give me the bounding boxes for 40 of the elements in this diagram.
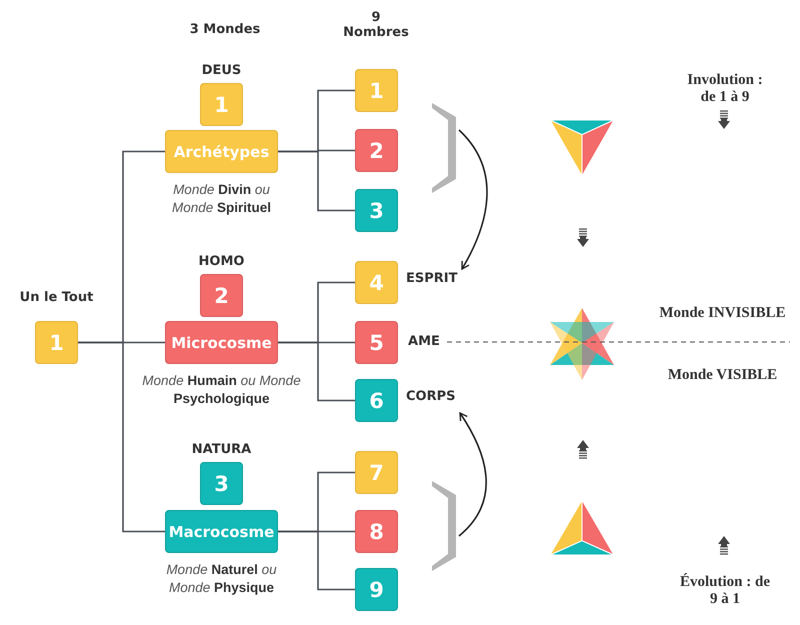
connector-line [278, 342, 355, 402]
number-box: 7 [355, 451, 398, 494]
connector-line [278, 530, 355, 590]
number-box: 2 [355, 129, 398, 172]
text-label: Involution : de 1 à 9 [686, 72, 764, 106]
bracket-shape [432, 103, 456, 193]
number-box: 6 [355, 379, 398, 422]
number-box: 5 [355, 321, 398, 364]
number-box: 3 [200, 462, 243, 505]
world-heading: NATURA [190, 442, 252, 457]
number-box: 9 [355, 568, 398, 611]
world-heading: Un le Tout [18, 290, 94, 305]
node-label: ESPRIT [406, 271, 458, 286]
number-box: 8 [355, 510, 398, 553]
curved-arrow [458, 129, 488, 270]
text-label: 3 Mondes [188, 22, 262, 37]
text-label: Évolution : de 9 à 1 [680, 574, 770, 608]
number-box: 1 [200, 83, 243, 126]
connector-line [78, 342, 165, 532]
world-box: Microcosme [165, 321, 278, 364]
number-box: 1 [355, 69, 398, 112]
curved-arrow [458, 412, 487, 537]
world-heading: DEUS [200, 63, 242, 78]
number-box: 2 [200, 274, 243, 317]
world-box: Archétypes [165, 130, 278, 173]
text-label: 9 Nombres [342, 10, 410, 40]
node-label: CORPS [406, 389, 456, 404]
node-label: Monde Humain ou Monde Psychologique [142, 372, 302, 408]
text-label: Monde VISIBLE [666, 367, 778, 384]
node-label: Monde Divin ou Monde Spirituel [170, 181, 272, 217]
bracket-shape [432, 481, 456, 571]
number-box: 4 [355, 261, 398, 304]
number-box: 3 [355, 189, 398, 232]
number-box: 1 [35, 321, 78, 364]
text-label: Monde INVISIBLE [658, 305, 787, 322]
text-label: AME [407, 334, 441, 349]
connector-line [278, 150, 355, 212]
node-label: Monde Naturel ou Monde Physique [165, 561, 278, 597]
world-box: Macrocosme [165, 510, 278, 553]
world-heading: HOMO [198, 254, 246, 269]
